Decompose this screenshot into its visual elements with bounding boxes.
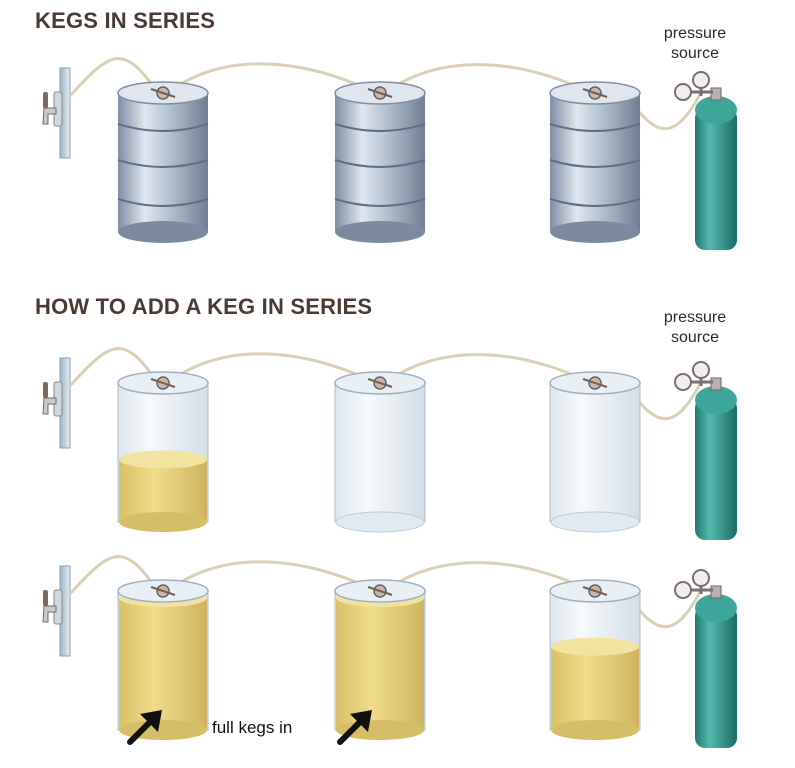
keg-coupler-icon (367, 584, 393, 598)
keg-3 (549, 579, 641, 740)
keg-2 (334, 371, 426, 533)
beer-surface (551, 637, 639, 656)
keg-bottom (551, 720, 639, 740)
keg-rib (549, 159, 641, 168)
keg-rib (549, 123, 641, 132)
keg-coupler-icon (367, 86, 393, 100)
beer-tap-icon (42, 357, 71, 449)
keg-rib (334, 123, 426, 132)
arrow-icon (337, 710, 372, 745)
co2-tank-icon (674, 569, 737, 748)
tank-body (695, 606, 737, 748)
keg-1 (117, 81, 209, 243)
keg-3 (549, 81, 641, 243)
pressure-source-label-1: pressure source (640, 24, 750, 64)
tank-shoulder (695, 386, 737, 414)
keg-rib (117, 123, 209, 132)
gas-line (68, 347, 703, 421)
keg-bottom (335, 511, 425, 533)
tank-body (695, 398, 737, 540)
line-segment (167, 352, 376, 384)
pressure-label-line2: source (670, 329, 720, 346)
keg-2 (334, 579, 426, 740)
tank-body (695, 108, 737, 250)
row-2 (42, 347, 737, 540)
line-segment (384, 63, 591, 94)
keg-3 (549, 371, 641, 533)
co2-tank-icon (674, 71, 737, 250)
keg-bottom (335, 221, 425, 243)
keg-2 (334, 81, 426, 243)
keg-body (335, 93, 425, 232)
tank-shoulder (695, 594, 737, 622)
keg-rib (549, 198, 641, 207)
keg-rib (334, 198, 426, 207)
tank-valve (710, 87, 722, 101)
keg-coupler-icon (150, 86, 176, 100)
gas-line (68, 57, 703, 131)
regulator-gauge-icon (674, 71, 713, 101)
line-segment (384, 353, 591, 384)
full-kegs-caption: full kegs in (212, 718, 293, 737)
tank-valve (710, 585, 722, 599)
keg-rib (117, 159, 209, 168)
row-1 (42, 57, 737, 250)
pressure-label-line1: pressure (663, 309, 727, 326)
keg-bottom (550, 221, 640, 243)
arrow-icon (127, 710, 162, 745)
co2-tank-icon (674, 361, 737, 540)
keg-body (334, 382, 426, 523)
keg-rib (117, 198, 209, 207)
keg-coupler-icon (150, 584, 176, 598)
keg-bottom (118, 221, 208, 243)
line-segment (68, 555, 159, 596)
beer-tap-icon (42, 565, 71, 657)
beer-level (119, 459, 207, 522)
beer-level (119, 597, 207, 730)
keg-coupler-icon (367, 376, 393, 390)
tank-shoulder (695, 96, 737, 124)
pressure-label-line1: pressure (663, 25, 727, 42)
subtitle: HOW TO ADD A KEG IN SERIES (35, 294, 373, 319)
pressure-label-line2: source (670, 45, 720, 62)
keg-coupler-icon (582, 86, 608, 100)
tank-valve (710, 377, 722, 391)
line-segment (68, 347, 159, 388)
keg-coupler-icon (150, 376, 176, 390)
keg-bottom (119, 512, 207, 532)
line-segment (167, 560, 376, 592)
keg-body (550, 93, 640, 232)
regulator-gauge-icon (674, 361, 713, 391)
pressure-source-label-2: pressure source (640, 308, 750, 348)
beer-level (551, 646, 639, 730)
title: KEGS IN SERIES (35, 8, 216, 33)
keg-body (549, 382, 641, 523)
keg-coupler-icon (582, 584, 608, 598)
regulator-gauge-icon (674, 569, 713, 599)
beer-tap-icon (42, 67, 71, 159)
keg-coupler-icon (582, 376, 608, 390)
keg-1 (117, 579, 209, 740)
row-3 (42, 555, 737, 748)
line-segment (68, 57, 159, 98)
keg-rib (334, 159, 426, 168)
line-segment (167, 62, 376, 94)
beer-surface (119, 450, 207, 469)
keg-1 (117, 371, 209, 532)
line-segment (384, 561, 591, 592)
keg-body (118, 93, 208, 232)
beer-level (336, 597, 424, 730)
keg-bottom (550, 511, 640, 533)
